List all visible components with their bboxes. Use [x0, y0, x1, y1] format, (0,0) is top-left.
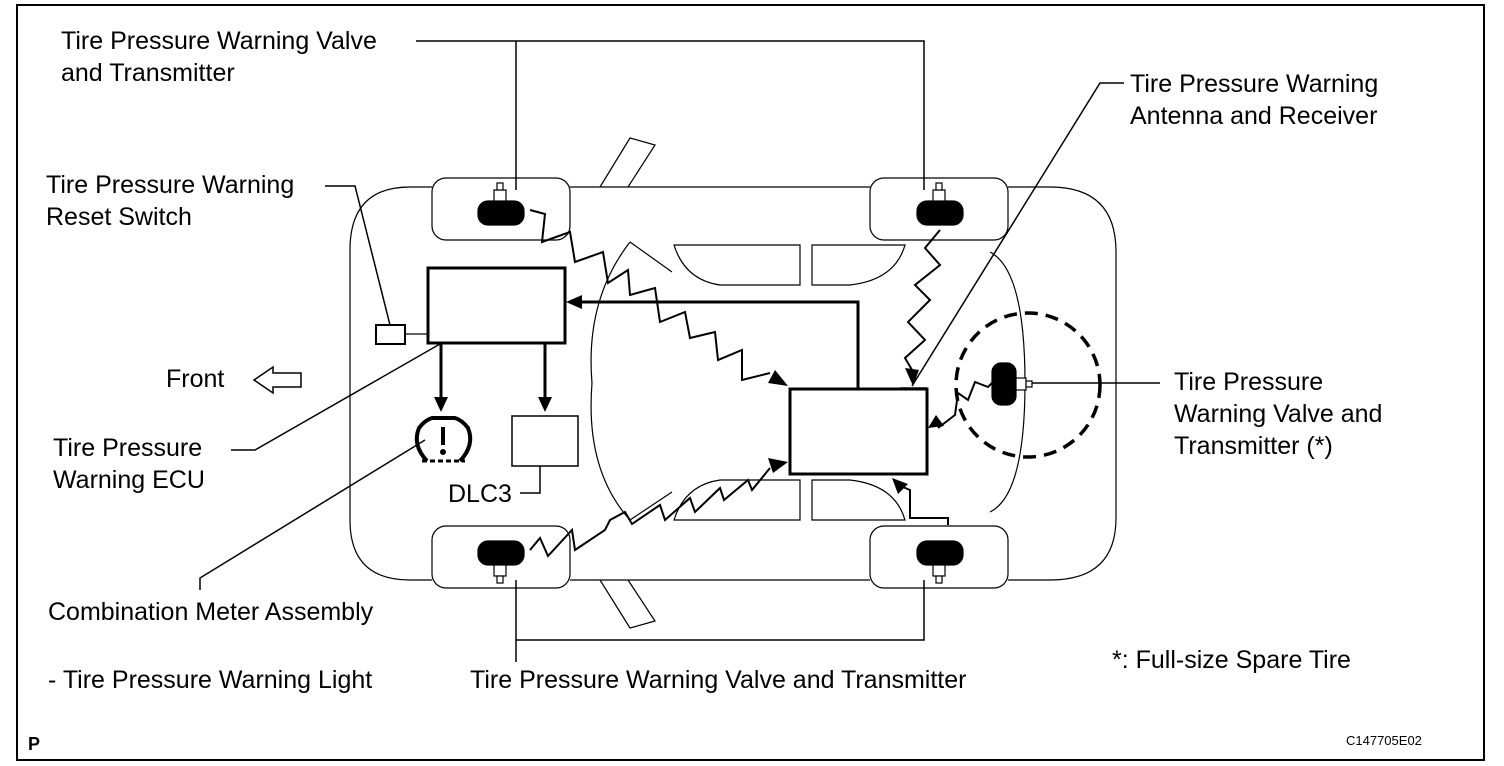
- label-reset-switch: Tire Pressure Warning Reset Switch: [46, 171, 295, 231]
- signal-arrowheads: [768, 368, 944, 494]
- valve-spare: [991, 362, 1017, 406]
- tire-pressure-warning-icon: [414, 416, 473, 463]
- valve-rear-right: [916, 540, 964, 566]
- tire-wells: [431, 177, 1009, 589]
- valve-stems: [493, 182, 1033, 584]
- label-antenna-receiver: Tire Pressure Warning Antenna and Receiv…: [1130, 70, 1379, 130]
- label-dlc3: DLC3: [448, 480, 512, 508]
- label-front: Front: [166, 365, 225, 393]
- radio-signals: [529, 209, 1001, 558]
- label-ecu: Tire Pressure Warning ECU: [53, 434, 205, 494]
- arrowheads: [434, 295, 582, 412]
- label-spare-valve-transmitter: Tire Pressure Warning Valve and Transmit…: [1174, 368, 1383, 460]
- label-valve-transmitter-bottom: Tire Pressure Warning Valve and Transmit…: [470, 666, 967, 694]
- tire-rear-right: [869, 525, 1009, 589]
- diagram-frame: [16, 4, 1485, 761]
- spare-tire-circle: [954, 311, 1102, 459]
- ecu-connections: [439, 300, 860, 397]
- corner-code: P: [28, 734, 41, 754]
- tire-front-left: [431, 177, 571, 241]
- leader-lines: [199, 40, 1160, 662]
- label-warning-light: - Tire Pressure Warning Light: [48, 666, 373, 694]
- valve-transmitters: [477, 200, 1017, 566]
- label-spare-note: *: Full-size Spare Tire: [1112, 646, 1351, 674]
- figure-id: C147705E02: [1346, 733, 1422, 748]
- valve-front-right: [477, 540, 525, 566]
- valve-rear-left: [916, 200, 964, 226]
- reset-switch-box: [375, 324, 406, 345]
- tire-rear-left: [869, 177, 1009, 241]
- receiver-box: [788, 387, 929, 476]
- label-valve-transmitter-top: Tire Pressure Warning Valve and Transmit…: [61, 27, 377, 87]
- arrow-left-icon: [252, 365, 302, 395]
- tire-front-right: [431, 525, 571, 589]
- dlc3-box: [511, 415, 579, 467]
- ecu-box: [426, 266, 567, 345]
- valve-front-left: [477, 200, 525, 226]
- label-combination-meter: Combination Meter Assembly: [48, 598, 374, 626]
